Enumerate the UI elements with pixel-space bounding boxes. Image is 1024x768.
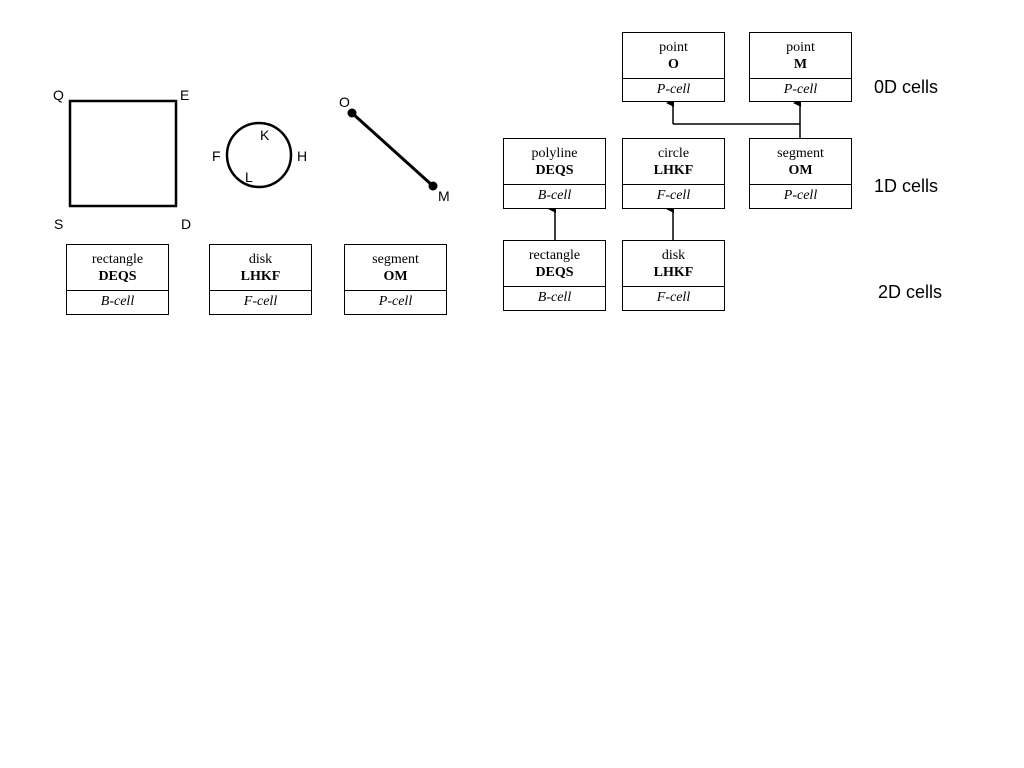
level-label-0d: 0D cells bbox=[874, 77, 939, 97]
cell-type: B-cell bbox=[100, 294, 135, 309]
cell-kind: polyline bbox=[531, 146, 578, 161]
cell-box-disk: disk LHKF F-cell bbox=[209, 244, 312, 315]
square-shape bbox=[68, 99, 178, 208]
cell-box-header: circle LHKF bbox=[623, 139, 724, 185]
cell-type: P-cell bbox=[783, 188, 818, 203]
hierarchy-cell-circle: circle LHKF F-cell bbox=[622, 138, 725, 209]
circle-shape bbox=[225, 121, 293, 189]
segment-label-o: O bbox=[339, 94, 350, 110]
cell-type: B-cell bbox=[537, 188, 572, 203]
cell-type: F-cell bbox=[656, 188, 691, 203]
hierarchy-cell-point-m: point M P-cell bbox=[749, 32, 852, 102]
cell-kind: rectangle bbox=[91, 252, 144, 267]
cell-id: OM bbox=[383, 269, 408, 284]
cell-box-segment: segment OM P-cell bbox=[344, 244, 447, 315]
cell-box-header: segment OM bbox=[345, 245, 446, 291]
cell-id: LHKF bbox=[653, 265, 694, 280]
circle-label-h: H bbox=[297, 148, 308, 164]
cell-kind: disk bbox=[661, 248, 686, 263]
cell-box-header: point O bbox=[623, 33, 724, 79]
cell-kind: disk bbox=[248, 252, 273, 267]
segment-endpoint-m bbox=[428, 181, 438, 191]
cell-id: DEQS bbox=[535, 163, 574, 178]
segment-shape bbox=[350, 111, 435, 188]
cell-box-header: polyline DEQS bbox=[504, 139, 605, 185]
cell-kind: point bbox=[659, 40, 688, 55]
vertex-label-e: E bbox=[180, 87, 190, 103]
circle-label-k: K bbox=[260, 127, 270, 143]
cell-box-header: disk LHKF bbox=[623, 241, 724, 287]
cell-type: F-cell bbox=[656, 290, 691, 305]
cell-box-header: disk LHKF bbox=[210, 245, 311, 291]
vertex-label-d: D bbox=[181, 216, 192, 232]
segment-label-m: M bbox=[438, 188, 450, 204]
cell-id: LHKF bbox=[653, 163, 694, 178]
level-label-1d: 1D cells bbox=[874, 176, 939, 196]
hierarchy-cell-point-o: point O P-cell bbox=[622, 32, 725, 102]
cell-box-header: rectangle DEQS bbox=[67, 245, 168, 291]
cell-id: DEQS bbox=[535, 265, 574, 280]
vertex-label-q: Q bbox=[53, 87, 64, 103]
circle-label-f: F bbox=[212, 148, 221, 164]
cell-id: LHKF bbox=[240, 269, 281, 284]
cell-box-header: point M bbox=[750, 33, 851, 79]
cell-kind: segment bbox=[372, 252, 419, 267]
vertex-label-s: S bbox=[54, 216, 64, 232]
cell-box-rectangle: rectangle DEQS B-cell bbox=[66, 244, 169, 315]
cell-type: P-cell bbox=[378, 294, 413, 309]
level-label-2d: 2D cells bbox=[878, 282, 943, 302]
hierarchy-cell-polyline: polyline DEQS B-cell bbox=[503, 138, 606, 209]
cell-kind: circle bbox=[657, 146, 690, 161]
segment-endpoint-o bbox=[347, 108, 357, 118]
hierarchy-cell-segment: segment OM P-cell bbox=[749, 138, 852, 209]
cell-kind: rectangle bbox=[528, 248, 581, 263]
cell-id: OM bbox=[788, 163, 813, 178]
cell-id: M bbox=[793, 57, 808, 72]
cell-box-header: rectangle DEQS bbox=[504, 241, 605, 287]
cell-id: DEQS bbox=[98, 269, 137, 284]
cell-type: B-cell bbox=[537, 290, 572, 305]
cell-box-header: segment OM bbox=[750, 139, 851, 185]
hierarchy-cell-rectangle: rectangle DEQS B-cell bbox=[503, 240, 606, 311]
cell-type: P-cell bbox=[783, 82, 818, 97]
cell-type: F-cell bbox=[243, 294, 278, 309]
cell-kind: segment bbox=[777, 146, 824, 161]
cell-kind: point bbox=[786, 40, 815, 55]
cell-id: O bbox=[668, 57, 679, 72]
cell-type: P-cell bbox=[656, 82, 691, 97]
circle-label-l: L bbox=[245, 169, 253, 185]
hierarchy-cell-disk: disk LHKF F-cell bbox=[622, 240, 725, 311]
